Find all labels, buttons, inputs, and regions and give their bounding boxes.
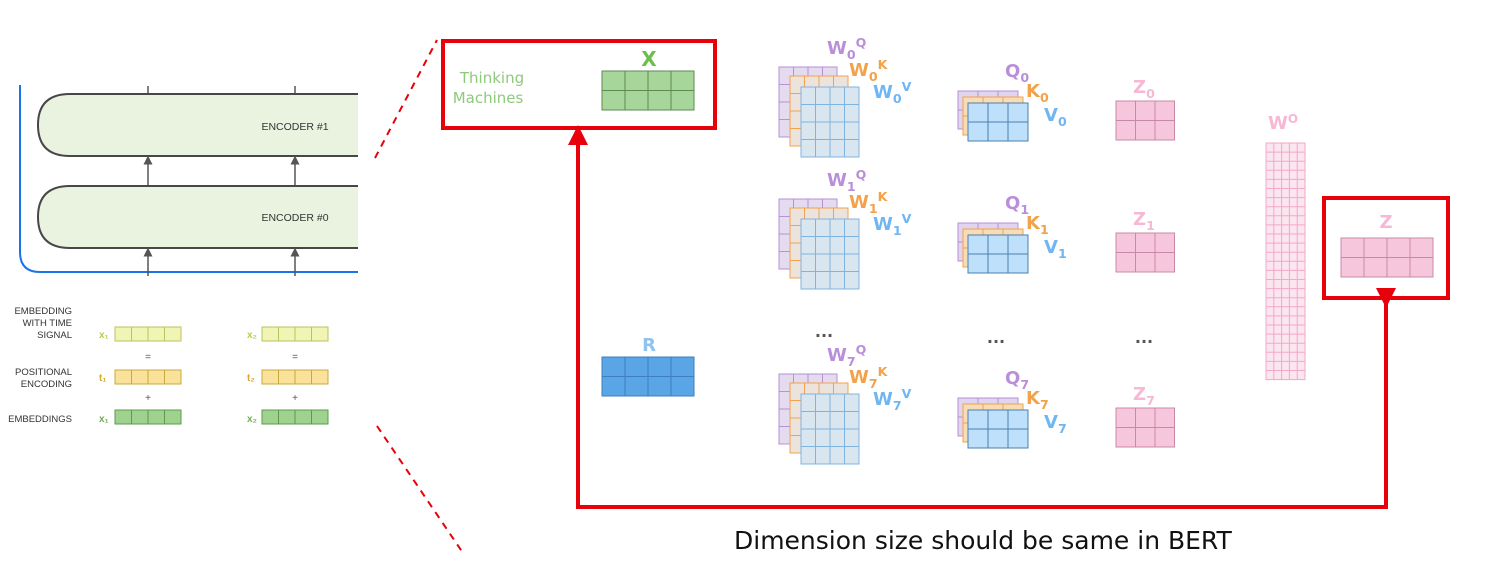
input-word-thinking: Thinking — [459, 69, 524, 87]
q-label-0: Q0 — [1005, 61, 1029, 85]
svg-text:ENCODING: ENCODING — [21, 379, 72, 390]
svg-text:WITH TIME: WITH TIME — [23, 318, 72, 329]
row-label-embedding-with-time-signal: EMBEDDING WITH TIME SIGNAL — [14, 306, 72, 341]
z-matrix-7 — [1115, 407, 1175, 448]
svg-text:EMBEDDING: EMBEDDING — [14, 306, 72, 317]
wq-label-7: W7Q — [827, 342, 867, 369]
z-label-1: Z1 — [1133, 209, 1155, 233]
v-matrix-1 — [967, 234, 1029, 274]
zoom-line-bottom — [376, 425, 464, 554]
k-label-1: K1 — [1026, 213, 1049, 237]
wv-matrix-overlay-7 — [800, 393, 860, 465]
output-z-label: Z — [1379, 212, 1392, 233]
operator-equals-left: = — [145, 352, 151, 363]
encoder-stack-panel: ENCODER #1 ENCODER #0 EMBEDDING WITH TIM… — [8, 85, 358, 425]
wk-label-1: W1K — [849, 189, 889, 216]
svg-text:SIGNAL: SIGNAL — [37, 330, 72, 341]
token-x1-signal: x₁ — [99, 330, 109, 341]
v-matrix-7 — [967, 409, 1029, 449]
x-grid — [601, 70, 695, 111]
encoder-stack-bracket — [19, 85, 358, 273]
ellipsis-qkv: ... — [987, 328, 1005, 347]
operator-equals-right: = — [292, 352, 298, 363]
input-x-matrix — [601, 70, 695, 111]
wo-grid — [1265, 142, 1306, 381]
row-label-positional-encoding: POSITIONAL ENCODING — [15, 367, 72, 390]
wk-label-0: W0K — [849, 57, 889, 84]
token-t1: t₁ — [99, 373, 106, 384]
caption: Dimension size should be same in BERT — [734, 526, 1232, 555]
v-label-7: V7 — [1044, 412, 1067, 436]
r-matrix — [601, 356, 695, 397]
wq-label-1: W1Q — [827, 167, 867, 194]
encoder-0-label: ENCODER #0 — [261, 212, 328, 224]
zoom-line-top — [374, 39, 438, 159]
wo-matrix — [1265, 142, 1306, 381]
wv-label-0: W0V — [873, 79, 912, 106]
wk-label-7: W7K — [849, 364, 889, 391]
v-matrix-0 — [967, 102, 1029, 142]
z-label-7: Z7 — [1133, 384, 1155, 408]
v-label-1: V1 — [1044, 237, 1067, 261]
r-label: R — [642, 335, 656, 356]
svg-text:EMBEDDINGS: EMBEDDINGS — [8, 414, 72, 425]
encoder-1-box — [36, 93, 358, 157]
wq-label-0: W0Q — [827, 35, 867, 62]
wo-label: WO — [1268, 112, 1298, 134]
k-label-7: K7 — [1026, 388, 1049, 412]
row-label-embeddings: EMBEDDINGS — [8, 414, 72, 425]
z-out-grid — [1340, 237, 1434, 278]
input-x-label: X — [641, 47, 657, 71]
svg-text:POSITIONAL: POSITIONAL — [15, 367, 72, 378]
token-x2-signal: x₂ — [247, 330, 257, 341]
encoder-0-box — [36, 185, 358, 249]
small-vector-3 — [261, 369, 329, 385]
small-vector-5 — [261, 409, 329, 425]
small-vector-4 — [114, 409, 182, 425]
k-label-0: K0 — [1026, 81, 1049, 105]
small-vector-0 — [114, 326, 182, 342]
wv-label-7: W7V — [873, 386, 912, 413]
encoder-1-label: ENCODER #1 — [261, 121, 328, 133]
operator-plus-right: + — [292, 393, 298, 404]
output-z-matrix — [1340, 237, 1434, 278]
ellipsis-weights: ... — [815, 322, 833, 341]
z-matrix-1 — [1115, 232, 1175, 273]
small-vector-1 — [261, 326, 329, 342]
token-x2-embedding: x₂ — [247, 414, 257, 425]
r-grid — [601, 356, 695, 397]
wv-label-1: W1V — [873, 211, 912, 238]
ellipsis-z: ... — [1135, 328, 1153, 347]
v-label-0: V0 — [1044, 105, 1067, 129]
z-matrix-0 — [1115, 100, 1175, 141]
operator-plus-left: + — [145, 393, 151, 404]
small-vector-2 — [114, 369, 182, 385]
token-t2: t₂ — [247, 373, 255, 384]
same-dimension-loop — [568, 125, 1396, 509]
z-label-0: Z0 — [1133, 77, 1155, 101]
q-label-7: Q7 — [1005, 368, 1029, 392]
input-word-machines: Machines — [453, 89, 524, 107]
token-x1-embedding: x₁ — [99, 414, 109, 425]
